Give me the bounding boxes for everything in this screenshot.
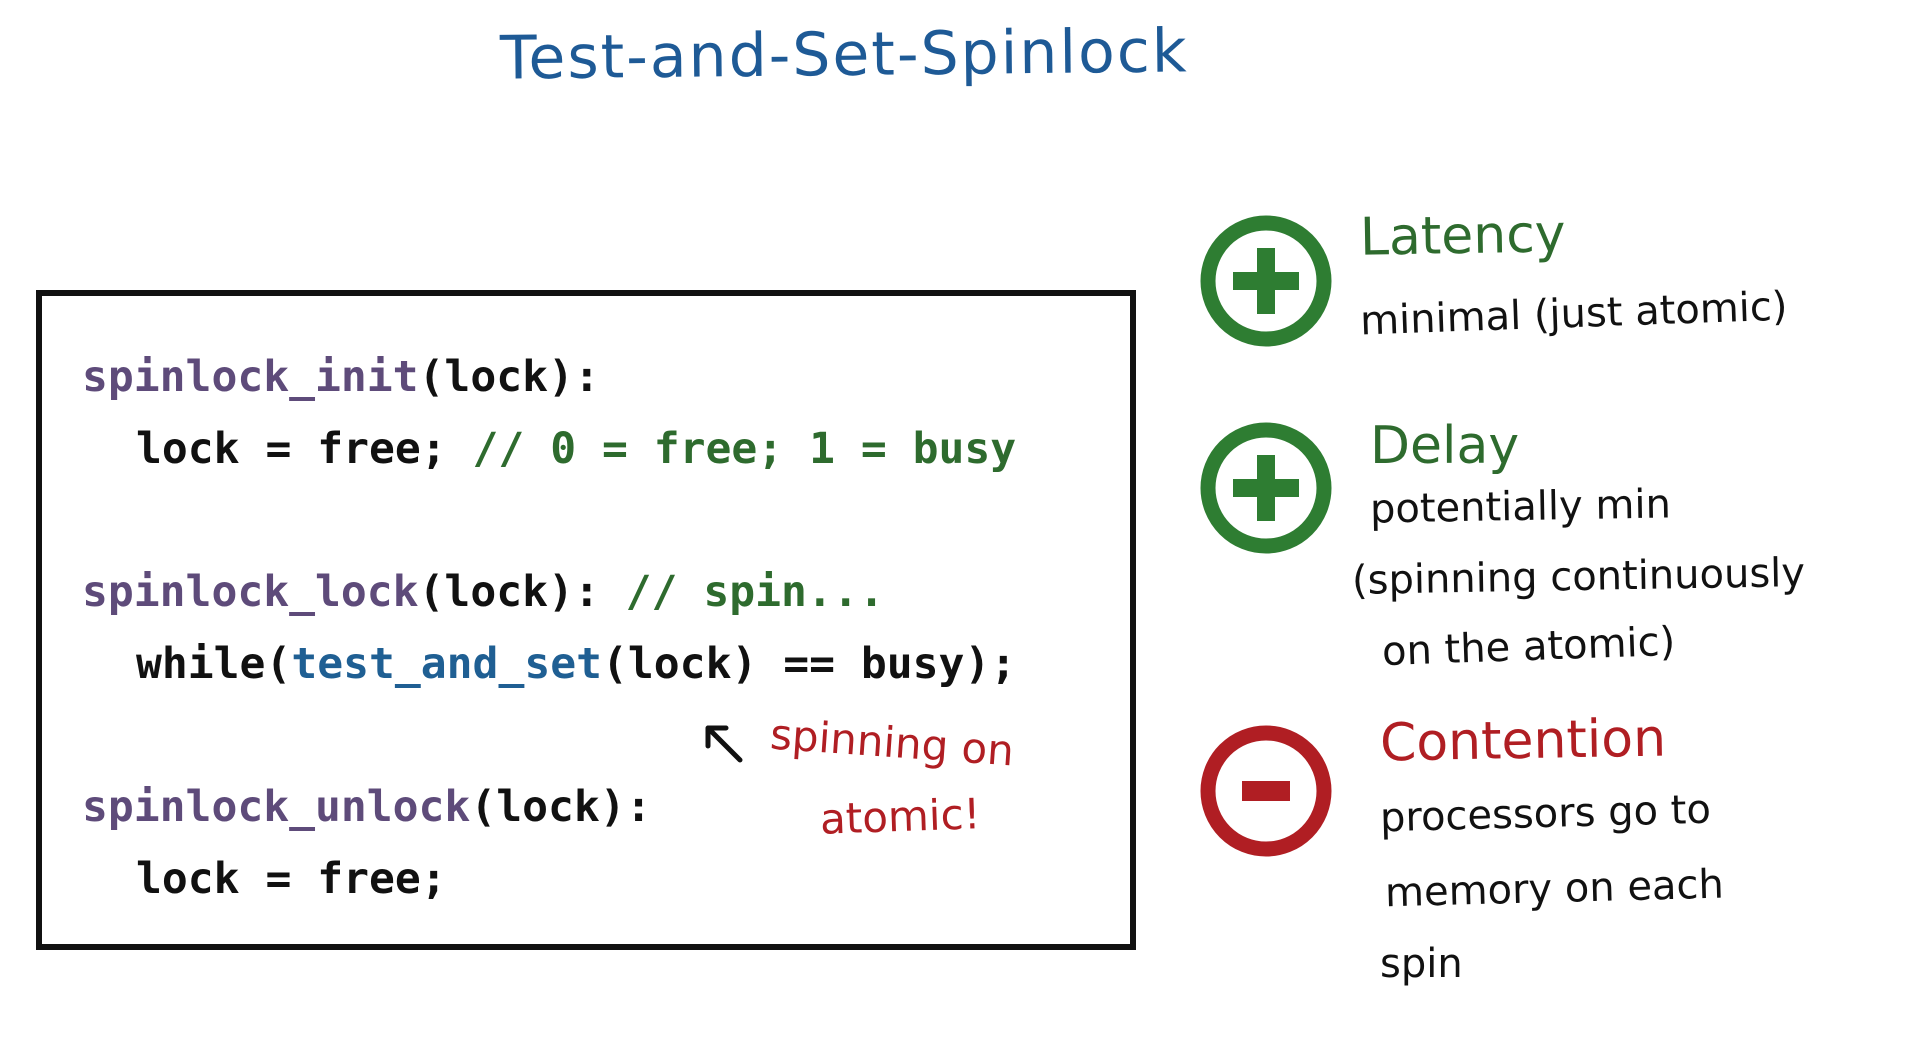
code-text: (lock): (418, 567, 626, 617)
code-line-init: spinlock_init(lock): (82, 356, 600, 399)
pro-heading: Latency (1359, 204, 1567, 268)
code-line-unlock: spinlock_unlock(lock): (82, 786, 652, 829)
function-name: spinlock_init (82, 352, 419, 402)
minus-circle-icon (1200, 725, 1332, 857)
arrow-icon (705, 725, 743, 763)
function-call: test_and_set (291, 639, 603, 689)
pro-text: on the atomic) (1381, 618, 1676, 676)
code-block: spinlock_init(lock): lock = free; // 0 =… (36, 290, 1136, 950)
function-name: spinlock_lock (82, 567, 419, 617)
code-text: lock = free; (136, 854, 447, 904)
code-comment: // 0 = free; 1 = busy (472, 424, 1017, 474)
annotation-text: atomic! (819, 789, 982, 844)
code-line-lock-body: while(test_and_set(lock) == busy); (136, 643, 1016, 686)
pro-text: potentially min (1369, 481, 1672, 533)
code-text: (lock): (418, 352, 600, 402)
code-text: while( (136, 639, 292, 689)
code-comment: // spin... (625, 567, 885, 617)
code-line-init-body: lock = free; // 0 = free; 1 = busy (136, 428, 1016, 471)
code-line-lock: spinlock_lock(lock): // spin... (82, 571, 885, 614)
pro-text: minimal (just atomic) (1359, 283, 1789, 345)
code-line-unlock-body: lock = free; (136, 858, 447, 901)
con-heading: Contention (1379, 708, 1667, 774)
plus-circle-icon (1200, 422, 1332, 554)
code-text: lock = free; (136, 424, 473, 474)
slide-title: Test-and-Set-Spinlock (499, 16, 1189, 94)
con-text: memory on each (1384, 861, 1725, 917)
code-text: (lock): (470, 782, 652, 832)
plus-circle-icon (1200, 215, 1332, 347)
code-text: (lock) == busy); (602, 639, 1017, 689)
con-text: processors go to (1379, 786, 1712, 842)
function-name: spinlock_unlock (82, 782, 471, 832)
pro-heading: Delay (1370, 416, 1520, 476)
pro-text: (spinning continuously (1351, 550, 1806, 604)
con-text: spin (1380, 941, 1463, 987)
